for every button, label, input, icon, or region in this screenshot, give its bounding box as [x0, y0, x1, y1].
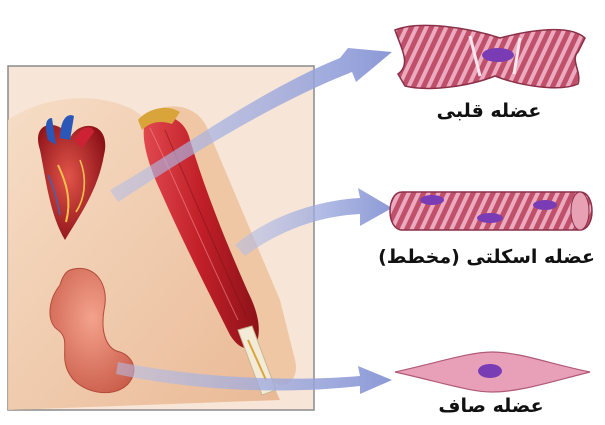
cardiac-nucleus [482, 48, 514, 62]
skeletal-nucleus-2 [477, 213, 503, 223]
smooth-nucleus [478, 364, 502, 378]
skeletal-nucleus-3 [533, 200, 557, 210]
smooth-muscle-cell [395, 352, 590, 392]
cardiac-muscle-label: عضله قلبی [430, 100, 548, 122]
skeletal-nucleus-1 [420, 195, 444, 205]
cardiac-muscle-cell [395, 25, 585, 88]
smooth-muscle-label: عضله صاف [432, 395, 550, 417]
skeletal-muscle-cell [390, 192, 592, 230]
skeletal-muscle-label: عضله اسکلتی (مخطط) [380, 246, 595, 268]
